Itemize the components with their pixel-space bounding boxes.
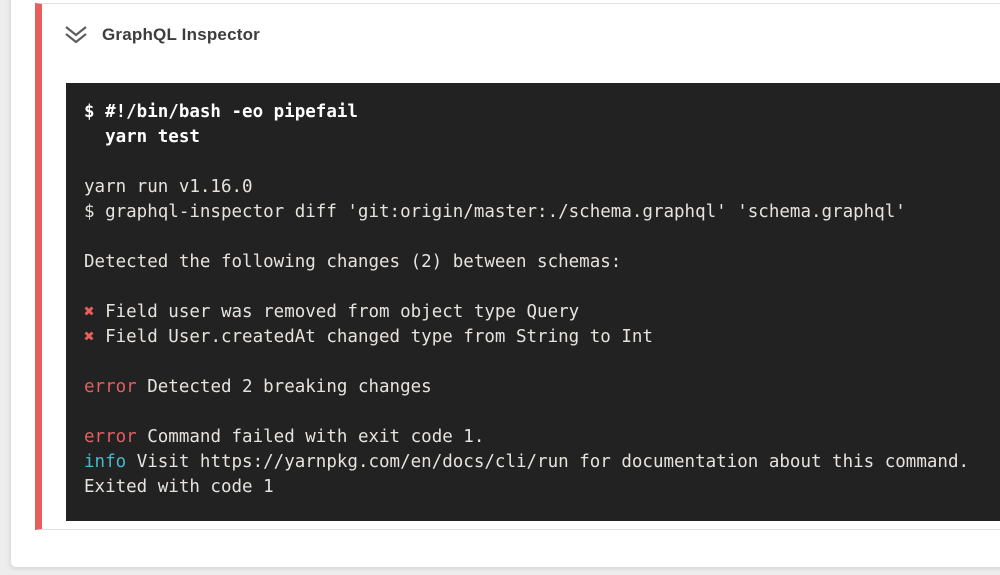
terminal-line: info Visit https://yarnpkg.com/en/docs/c… bbox=[84, 450, 1000, 475]
terminal-line: error Detected 2 breaking changes bbox=[84, 375, 1000, 400]
terminal-segment-cross: ✖ bbox=[84, 302, 95, 322]
terminal-segment-output: yarn run v1.16.0 bbox=[84, 177, 253, 197]
terminal-segment-output: Field user was removed from object type … bbox=[94, 302, 580, 322]
terminal-segment-output: $ graphql-inspector diff 'git:origin/mas… bbox=[84, 202, 906, 222]
step-header[interactable]: GraphQL Inspector bbox=[63, 23, 260, 47]
terminal-line: yarn run v1.16.0 bbox=[84, 175, 1000, 200]
terminal-segment-cross: ✖ bbox=[84, 327, 95, 347]
terminal-segment-output: Visit https://yarnpkg.com/en/docs/cli/ru… bbox=[126, 452, 970, 472]
terminal-segment-command: $ #!/bin/bash -eo pipefail bbox=[84, 102, 358, 122]
step-title: GraphQL Inspector bbox=[102, 25, 261, 44]
build-output-panel: GraphQL Inspector $ #!/bin/bash -eo pipe… bbox=[10, 0, 1000, 568]
terminal-line: error Command failed with exit code 1. bbox=[84, 425, 1000, 450]
terminal-segment-error: error bbox=[84, 427, 137, 447]
terminal-line bbox=[84, 400, 1000, 425]
build-step-graphql-inspector: GraphQL Inspector $ #!/bin/bash -eo pipe… bbox=[35, 3, 1000, 530]
terminal-line: $ #!/bin/bash -eo pipefail bbox=[84, 100, 1000, 125]
terminal-line: ✖ Field user was removed from object typ… bbox=[84, 300, 1000, 325]
terminal-line: $ graphql-inspector diff 'git:origin/mas… bbox=[84, 200, 1000, 225]
terminal-segment-info: info bbox=[84, 452, 127, 472]
terminal-line bbox=[84, 275, 1000, 300]
terminal-line: Detected the following changes (2) betwe… bbox=[84, 250, 1000, 275]
terminal-line bbox=[84, 225, 1000, 250]
terminal-output: $ #!/bin/bash -eo pipefail yarn test yar… bbox=[66, 83, 1000, 521]
terminal-segment-command: yarn test bbox=[84, 127, 200, 147]
chevron-double-down-icon[interactable] bbox=[63, 23, 89, 47]
terminal-segment-output: Exited with code 1 bbox=[84, 477, 274, 497]
terminal-line bbox=[84, 150, 1000, 175]
terminal-segment-output: Field User.createdAt changed type from S… bbox=[94, 327, 653, 347]
terminal-line: Exited with code 1 bbox=[84, 475, 1000, 500]
terminal-segment-error: error bbox=[84, 377, 137, 397]
terminal-line: ✖ Field User.createdAt changed type from… bbox=[84, 325, 1000, 350]
terminal-segment-output: Detected the following changes (2) betwe… bbox=[84, 252, 622, 272]
terminal-line bbox=[84, 350, 1000, 375]
terminal-segment-output: Detected 2 breaking changes bbox=[136, 377, 432, 397]
terminal-line: yarn test bbox=[84, 125, 1000, 150]
terminal-segment-output: Command failed with exit code 1. bbox=[136, 427, 485, 447]
